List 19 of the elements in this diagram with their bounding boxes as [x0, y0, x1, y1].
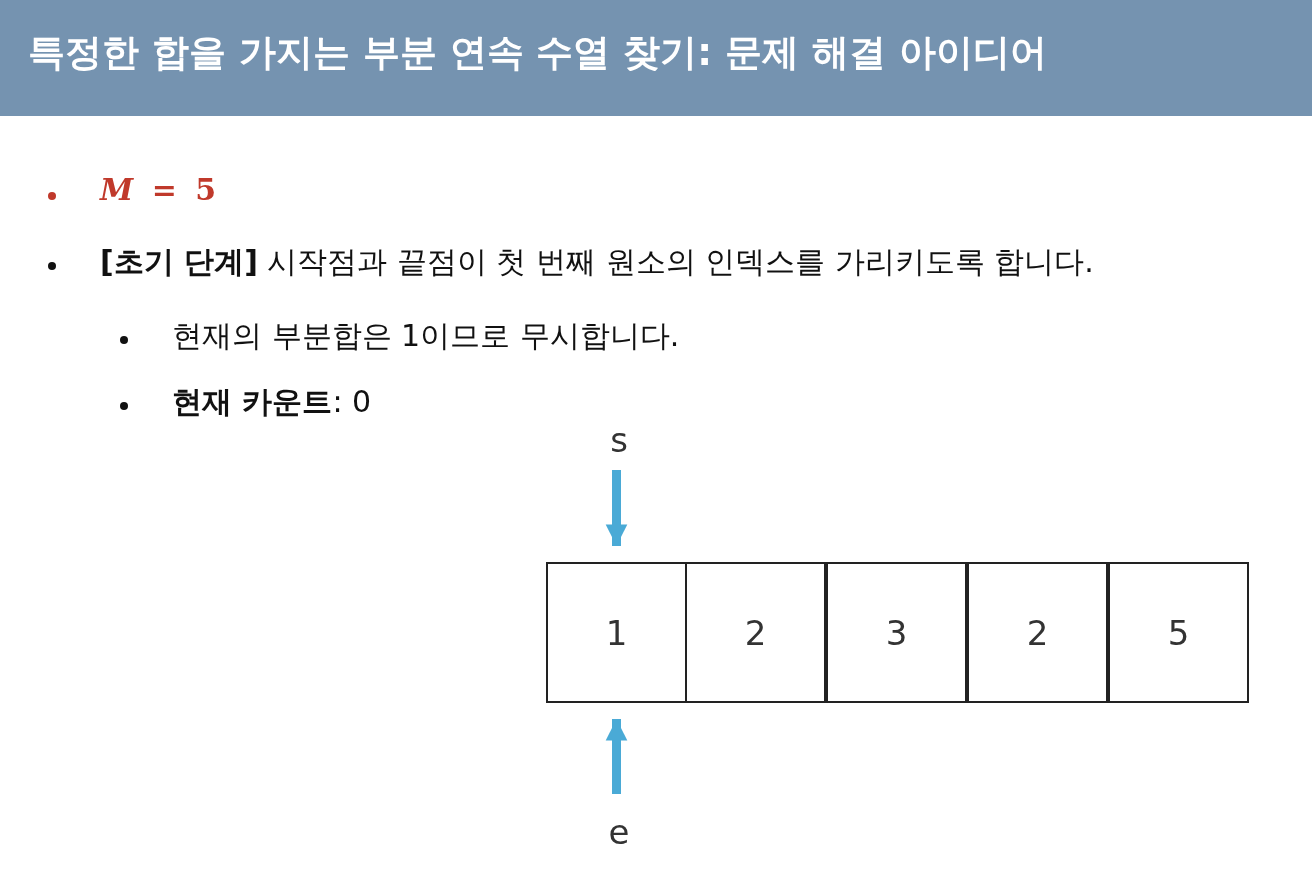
array-value: 3 [885, 612, 908, 653]
array-value: 5 [1167, 612, 1190, 653]
array-cell [826, 562, 967, 703]
pointer-label: e [608, 812, 630, 852]
bullet-text: [초기 단계] 시작점과 끝점이 첫 번째 원소의 인덱스를 가리키도록 합니다. [100, 243, 1094, 281]
array-value: 2 [744, 612, 767, 653]
bullet-text: 현재 카운트: 0 [172, 383, 372, 421]
pointer-arrow [605, 719, 628, 794]
array-value: 2 [1026, 612, 1049, 653]
array-cell [1108, 562, 1249, 703]
bullet-text: 현재의 부분합은 1이므로 무시합니다. [172, 317, 680, 355]
math-expression: M = 5 [100, 172, 217, 207]
array-cell [685, 562, 826, 703]
array-value: 1 [605, 612, 628, 653]
pointer-arrow [605, 470, 628, 546]
pointer-label: s [610, 420, 628, 460]
array-cell [967, 562, 1108, 703]
slide-title: 특정한 합을 가지는 부분 연속 수열 찾기: 문제 해결 아이디어 [0, 0, 1312, 116]
array-cell [546, 562, 687, 703]
